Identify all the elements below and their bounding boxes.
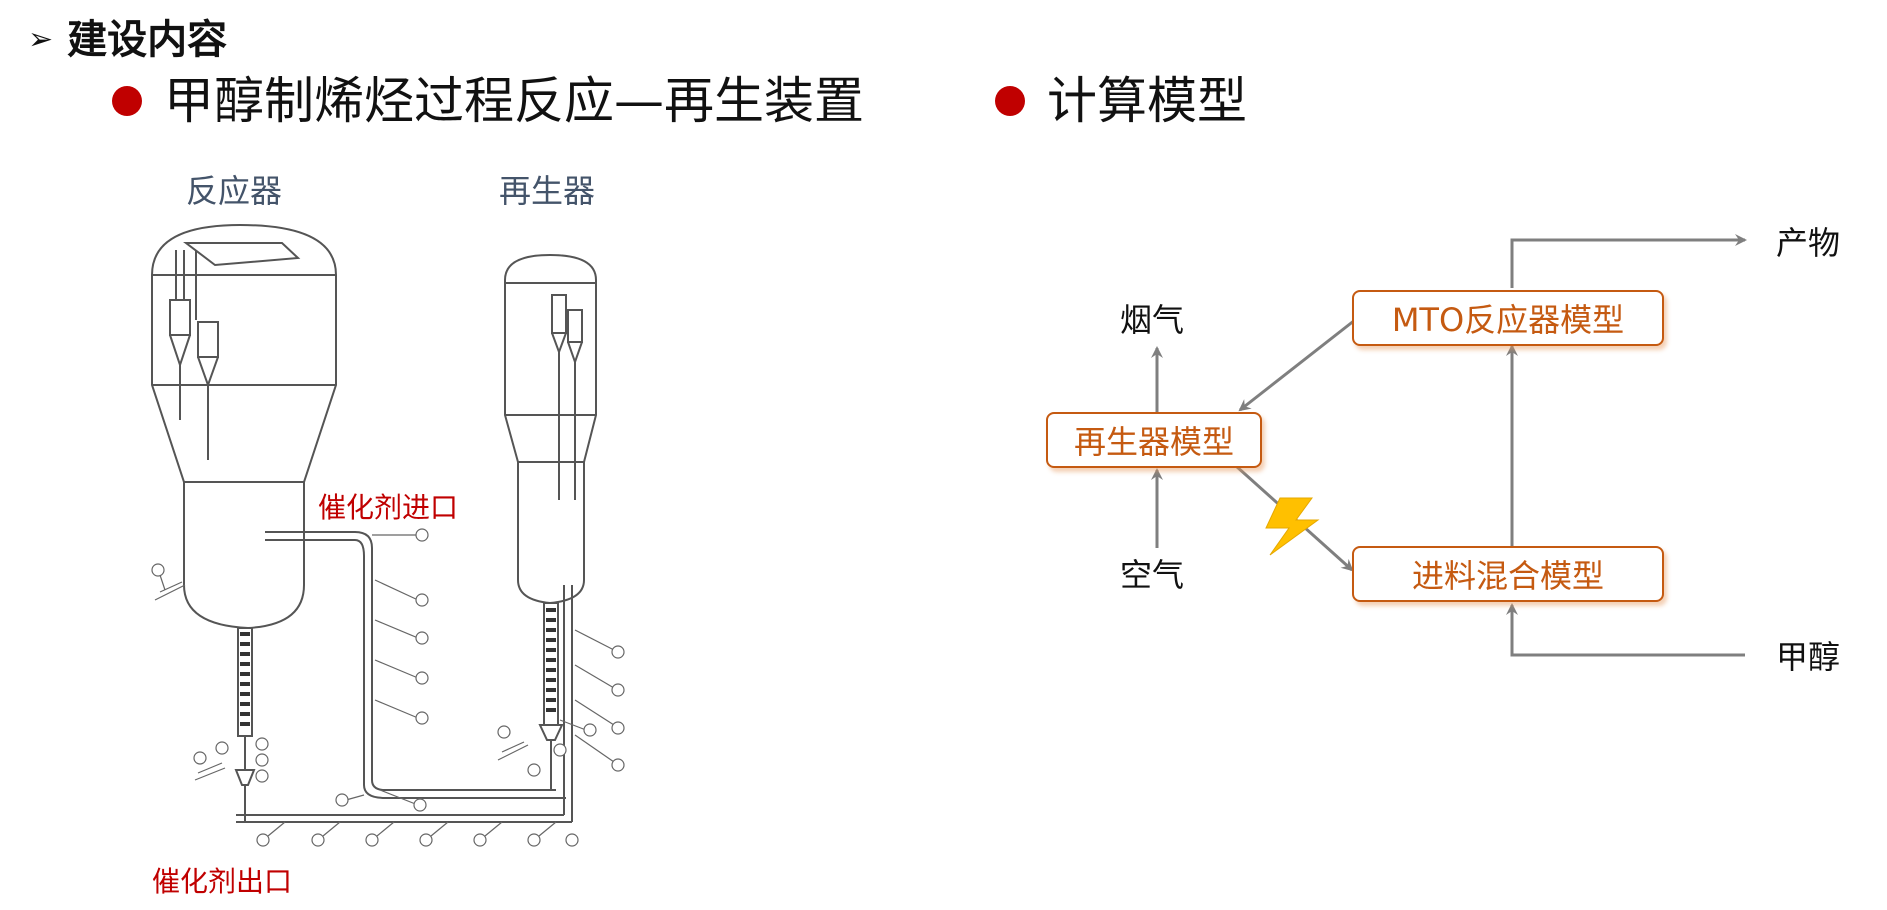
flue-gas-label: 烟气 — [1120, 301, 1185, 339]
red-bullet-icon — [995, 86, 1025, 116]
mto-reactor-model-box: MTO反应器模型 — [1352, 290, 1664, 346]
feed-mixing-model-label: 进料混合模型 — [1411, 557, 1604, 595]
section-header: ➢ 建设内容 — [28, 12, 227, 68]
air-label: 空气 — [1120, 556, 1185, 594]
bullet-apparatus: 甲醇制烯烃过程反应—再生装置 — [112, 66, 864, 136]
transfer-lines — [236, 531, 573, 823]
feed-mixing-model-box: 进料混合模型 — [1352, 546, 1664, 602]
product-label: 产物 — [1776, 224, 1841, 262]
red-bullet-icon — [112, 86, 142, 116]
mto-reactor-model-label: MTO反应器模型 — [1391, 301, 1625, 339]
bullet-model-text: 计算模型 — [1047, 72, 1247, 130]
regenerator-label: 再生器 — [499, 172, 596, 210]
catalyst-inlet-label: 催化剂进口 — [318, 491, 459, 524]
regenerator-vessel — [504, 253, 597, 790]
section-title: 建设内容 — [67, 17, 228, 63]
triangle-bullet-icon: ➢ — [28, 22, 54, 57]
flow-arrows — [1151, 234, 1747, 657]
regenerator-model-box: 再生器模型 — [1046, 412, 1262, 468]
methanol-label: 甲醇 — [1776, 638, 1841, 676]
reactor-label: 反应器 — [186, 172, 283, 210]
lightning-icon — [1265, 497, 1320, 556]
reactor-vessel — [151, 223, 337, 822]
bullet-model: 计算模型 — [995, 66, 1247, 136]
bullet-apparatus-text: 甲醇制烯烃过程反应—再生装置 — [164, 72, 864, 130]
catalyst-outlet-label: 催化剂出口 — [152, 865, 293, 898]
regenerator-model-label: 再生器模型 — [1073, 423, 1234, 461]
